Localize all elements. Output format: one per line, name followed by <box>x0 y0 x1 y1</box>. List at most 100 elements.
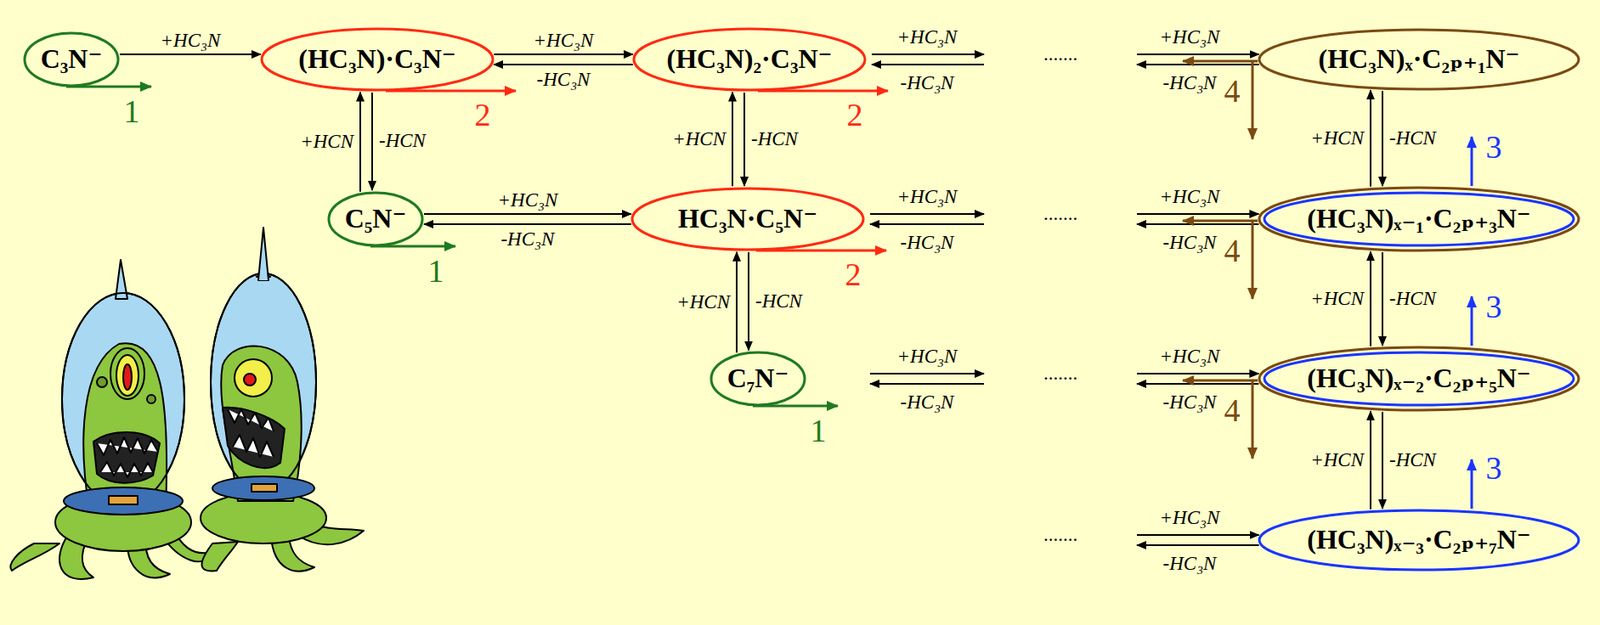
ellipsis-dots: ....... <box>1043 203 1078 225</box>
equilibrium-arrow <box>493 53 634 56</box>
ellipse-ring <box>711 352 805 406</box>
equilibrium-arrow <box>371 92 374 191</box>
equilibrium-arrow <box>870 213 984 215</box>
species-formula: (HC₃N)·C₃N⁻ <box>298 44 456 74</box>
ellipse-ring <box>632 188 864 250</box>
equilibrium-arrow <box>731 92 734 187</box>
reaction-label: +HCN <box>299 131 354 153</box>
reaction-label: +HCN <box>1310 128 1364 149</box>
ellipse-ring <box>1259 187 1579 251</box>
ellipsis-dots: ....... <box>1043 44 1078 65</box>
species-ellipse: (HC₃N)ₓ₋₂·C₂ₚ₊₅N⁻ <box>1257 345 1581 413</box>
ellipsis-dots: ....... <box>1043 363 1078 385</box>
callout-number: 4 <box>1224 394 1241 429</box>
equilibrium-arrow <box>424 213 632 215</box>
equilibrium-arrow <box>747 252 750 351</box>
reaction-label: +HC₃N <box>533 30 594 51</box>
reaction-label: -HC₃N <box>900 73 955 94</box>
ellipse-ring <box>328 192 423 246</box>
reaction-label: +HC₃N <box>1159 346 1221 368</box>
equilibrium-arrow <box>119 53 261 56</box>
equilibrium-arrow <box>870 223 984 226</box>
species-formula: C₅N⁻ <box>344 203 408 234</box>
equilibrium-arrow <box>359 92 362 193</box>
species-formula: (HC₃N)ₓ₋₁·C₂ₚ₊₃N⁻ <box>1306 203 1531 234</box>
species-formula: (HC₃N)ₓ·C₂ₚ₊₁N⁻ <box>1318 44 1521 74</box>
reaction-label: -HC₃N <box>1163 392 1217 413</box>
channel-3-arrow <box>1470 296 1474 346</box>
ellipse-ring <box>261 28 493 91</box>
callout-number: 3 <box>1486 290 1503 325</box>
reaction-label: -HC₃N <box>537 69 591 91</box>
equilibrium-arrow <box>1369 251 1372 347</box>
reaction-label: -HC₃N <box>1163 232 1217 254</box>
callout-number: 2 <box>847 98 864 133</box>
channel-4-arrow <box>1182 379 1258 383</box>
reaction-label: -HCN <box>1389 450 1437 471</box>
reaction-label: +HC₃N <box>897 346 958 368</box>
equilibrium-arrow <box>1381 90 1384 187</box>
reaction-label: +HC₃N <box>1159 508 1221 529</box>
equilibrium-arrow <box>1136 373 1259 375</box>
equilibrium-arrow <box>1381 412 1384 509</box>
reaction-label: +HC₃N <box>1159 186 1221 208</box>
ellipse-ring <box>1264 192 1574 246</box>
callout-number: 2 <box>474 98 492 133</box>
species-formula: (HC₃N)₂·C₃N⁻ <box>667 44 833 74</box>
ellipse-ring <box>1259 29 1579 90</box>
reaction-label: +HC₃N <box>897 27 958 48</box>
equilibrium-arrow <box>870 383 984 385</box>
callout-number: 2 <box>845 258 862 293</box>
reaction-label: -HCN <box>378 130 426 152</box>
callout-number: 4 <box>1224 74 1241 109</box>
reaction-label: +HC₃N <box>497 190 559 211</box>
reaction-label: -HCN <box>1389 128 1437 149</box>
reaction-label: +HCN <box>676 292 730 313</box>
equilibrium-arrow <box>1369 411 1372 509</box>
reaction-label: -HCN <box>755 291 803 312</box>
channel-4-arrow <box>1251 61 1255 140</box>
reaction-label: -HCN <box>1389 288 1437 310</box>
equilibrium-arrow <box>1381 252 1384 346</box>
species-formula: (HC₃N)ₓ₋₂·C₂ₚ₊₅N⁻ <box>1306 363 1531 394</box>
ellipsis-dots: ....... <box>1043 525 1078 546</box>
equilibrium-arrow <box>871 53 984 56</box>
ellipse-ring <box>1259 510 1579 571</box>
species-formula: C₇N⁻ <box>727 363 790 394</box>
equilibrium-arrow <box>424 223 632 226</box>
species-ellipse: C₃N⁻ <box>22 31 120 88</box>
channel-3-arrow <box>1470 459 1474 509</box>
equilibrium-arrow <box>735 252 738 354</box>
equilibrium-arrow <box>1369 90 1372 187</box>
ellipse-ring <box>1264 352 1574 406</box>
equilibrium-arrow <box>1136 63 1260 66</box>
species-ellipse: C₇N⁻ <box>709 350 807 408</box>
equilibrium-arrow <box>1136 544 1260 547</box>
reaction-label: +HC₃N <box>160 30 221 51</box>
equilibrium-arrow <box>1136 213 1259 215</box>
channel-4-arrow <box>1251 220 1255 300</box>
ellipse-ring <box>24 33 119 86</box>
reaction-label: -HCN <box>751 129 798 150</box>
channel-4-arrow <box>1182 60 1258 63</box>
reaction-label: -HC₃N <box>1163 554 1217 575</box>
species-formula: (HC₃N)ₓ₋₃·C₂ₚ₊₇N⁻ <box>1306 525 1531 555</box>
species-ellipse: (HC₃N)ₓ₋₃·C₂ₚ₊₇N⁻ <box>1257 508 1581 572</box>
equilibrium-arrow <box>493 63 634 66</box>
callout-number: 3 <box>1486 130 1503 165</box>
equilibrium-arrow <box>871 63 984 66</box>
reaction-label: +HCN <box>1310 288 1364 310</box>
equilibrium-arrow <box>743 92 746 187</box>
channel-4-arrow <box>1182 220 1258 223</box>
species-ellipse: (HC₃N)₂·C₃N⁻ <box>632 27 867 92</box>
species-ellipse: C₅N⁻ <box>327 191 425 248</box>
reaction-label: +HCN <box>1310 450 1364 471</box>
species-formula: C₃N⁻ <box>40 44 103 74</box>
reaction-label: +HCN <box>672 129 726 150</box>
reaction-label: -HC₃N <box>900 232 955 254</box>
callout-number: 4 <box>1224 234 1241 269</box>
equilibrium-arrow <box>1136 534 1260 537</box>
callout-number: 1 <box>428 254 445 289</box>
reaction-label: -HC₃N <box>1163 73 1217 94</box>
